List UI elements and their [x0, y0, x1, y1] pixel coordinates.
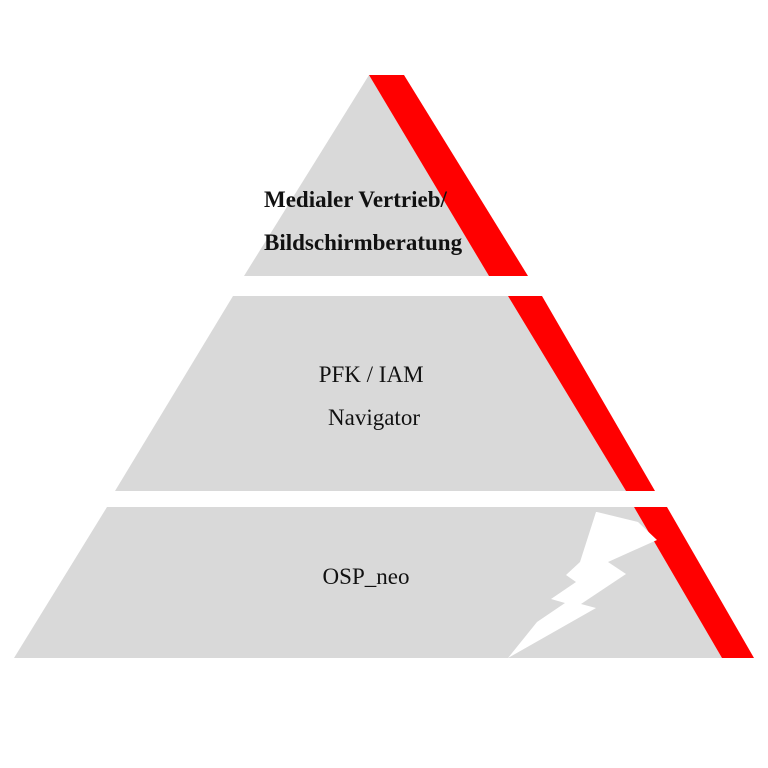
level-middle-line-2: Navigator: [328, 405, 420, 430]
level-middle-label: PFK / IAM Navigator: [319, 362, 430, 430]
level-middle-shape: [115, 296, 626, 491]
level-middle-red-edge: [508, 296, 655, 491]
level-bottom-line-1: OSP_neo: [323, 564, 410, 589]
level-middle-line-1: PFK / IAM: [319, 362, 424, 387]
pyramid-level-middle: PFK / IAM Navigator: [115, 296, 655, 491]
pyramid-level-top: Medialer Vertrieb/ Bildschirmberatung: [244, 75, 528, 276]
level-bottom-red-edge: [634, 507, 754, 658]
level-top-label: Medialer Vertrieb/ Bildschirmberatung: [264, 187, 463, 255]
level-top-line-1: Medialer Vertrieb/: [264, 187, 447, 212]
level-top-line-2: Bildschirmberatung: [264, 230, 463, 255]
level-top-shape: [244, 75, 489, 276]
lightning-bolt-icon: [508, 512, 657, 658]
level-bottom-label: OSP_neo: [323, 564, 410, 589]
pyramid-level-bottom: OSP_neo: [14, 507, 754, 658]
level-top-red-edge: [369, 75, 528, 276]
